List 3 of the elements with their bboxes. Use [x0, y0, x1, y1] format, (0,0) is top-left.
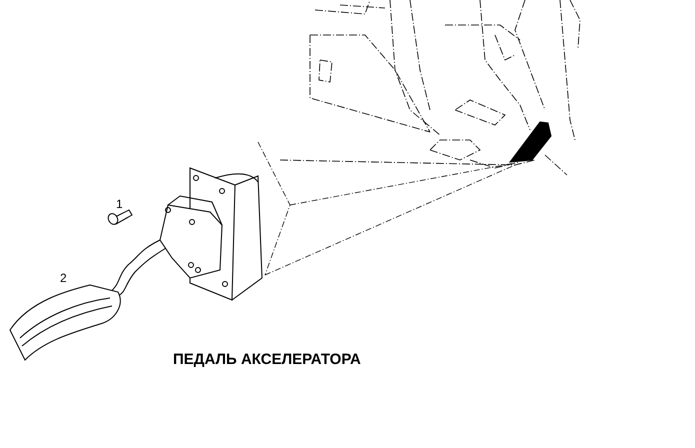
diagram-title: ПЕДАЛЬ АКСЕЛЕРАТОРА: [173, 351, 361, 368]
callout-number: 2: [60, 271, 67, 285]
callout-number: 1: [116, 197, 123, 211]
